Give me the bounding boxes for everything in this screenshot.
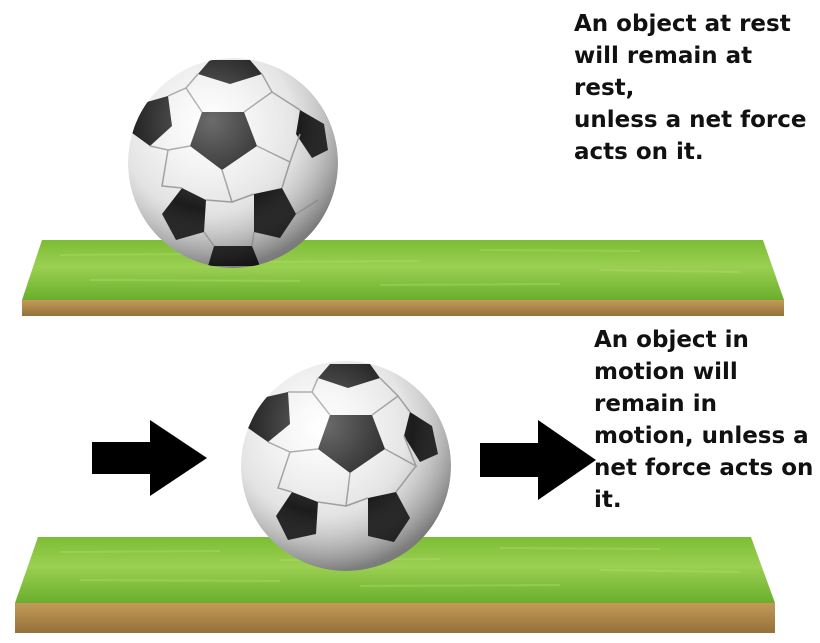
caption-line: An object at rest [574, 11, 791, 37]
soccer-ball-rest [128, 58, 338, 268]
caption-line: motion will [594, 359, 738, 385]
right-arrow-icon [480, 420, 596, 500]
platform-rest [22, 240, 784, 316]
caption-motion: An object in motion will remain in motio… [594, 324, 818, 516]
right-arrow-icon [92, 420, 207, 496]
caption-line: acts on it. [574, 139, 704, 165]
caption-rest: An object at rest will remain at rest, u… [574, 8, 814, 168]
platform-edge [22, 300, 784, 316]
caption-line: remain in [594, 391, 717, 417]
soccer-ball-motion [241, 361, 451, 571]
grass-texture [59, 249, 741, 286]
caption-line: it. [594, 487, 622, 513]
caption-line: motion, unless a [594, 423, 809, 449]
platform-edge [15, 603, 775, 633]
platform-motion [15, 537, 775, 633]
caption-line: will remain at rest, [574, 43, 753, 101]
caption-line: An object in [594, 327, 749, 353]
grass-surface [15, 537, 775, 603]
caption-line: net force acts on [594, 455, 814, 481]
caption-line: unless a net force [574, 107, 807, 133]
